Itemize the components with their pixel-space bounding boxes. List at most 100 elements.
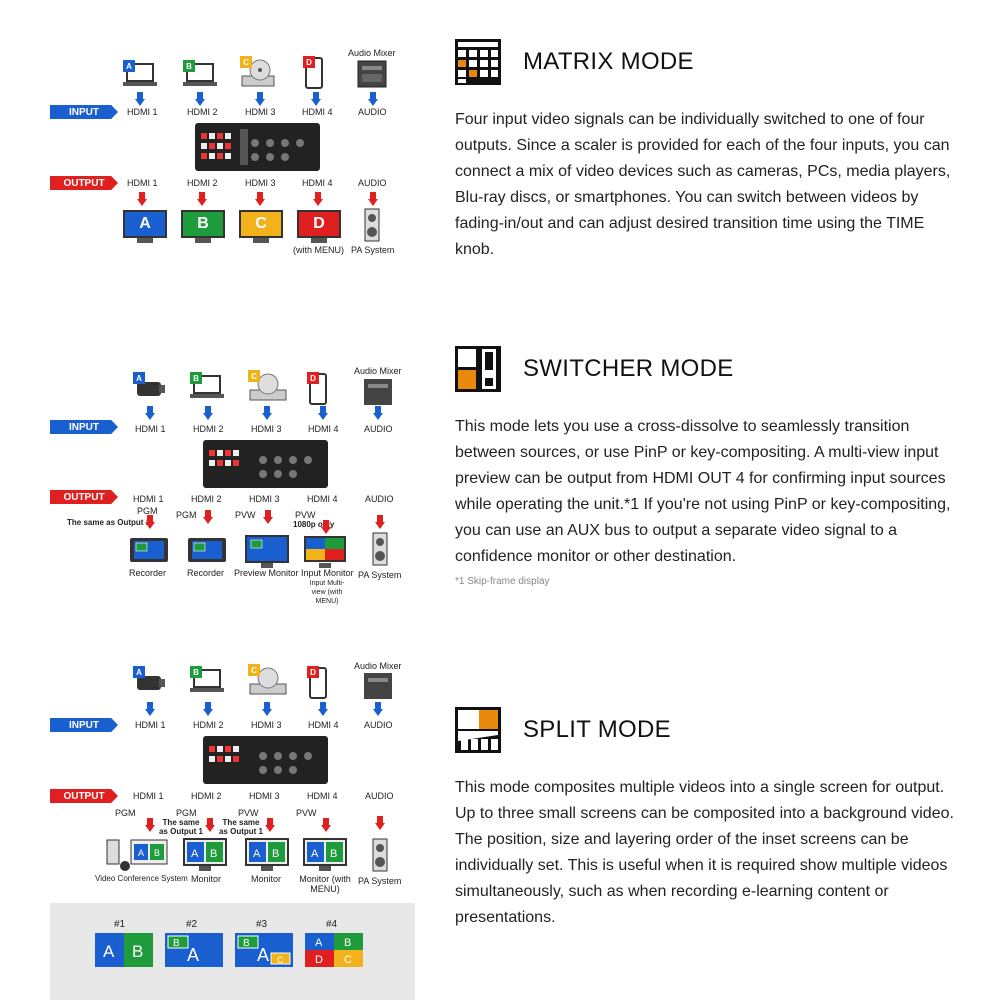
audio-mixer-icon <box>363 378 393 411</box>
laptop-icon: B <box>183 60 217 95</box>
output-label: HDMI 2 <box>191 791 222 801</box>
caption: PA System <box>351 245 395 255</box>
output-label: HDMI 1 <box>133 791 164 801</box>
svg-text:A: A <box>103 942 115 961</box>
matrix-mode-heading: MATRIX MODE <box>455 37 965 87</box>
output-label: HDMI 1 <box>127 178 158 188</box>
caption: (with MENU) <box>293 245 344 255</box>
video-switcher-unit <box>203 736 328 784</box>
svg-text:A: A <box>138 848 144 858</box>
input-label: HDMI 3 <box>245 107 276 117</box>
audio-mixer-label: Audio Mixer <box>348 48 396 58</box>
input-label: HDMI 4 <box>308 720 339 730</box>
laptop-icon: A <box>123 60 157 95</box>
pattern-label: #3 <box>256 919 268 930</box>
caption: PA System <box>358 570 402 580</box>
bus-label: PGM <box>137 506 158 516</box>
bus-note: 1080p only <box>293 520 335 529</box>
audio-mixer-icon <box>363 672 393 705</box>
bus-note: The same as Output 1 <box>218 818 263 836</box>
audio-mixer-label: Audio Mixer <box>354 366 402 376</box>
bus-label: PVW <box>238 808 259 818</box>
svg-text:C: C <box>277 955 284 965</box>
audio-mixer-icon <box>357 60 387 93</box>
output-tag: OUTPUT <box>50 789 118 803</box>
caption: Monitor (with MENU) <box>299 874 351 894</box>
screen-letter: D <box>297 210 341 238</box>
output-label: HDMI 3 <box>245 178 276 188</box>
disc-player-icon: C <box>248 664 288 703</box>
bus-label: PGM <box>176 510 197 520</box>
svg-text:B: B <box>154 848 160 858</box>
input-label: HDMI 3 <box>251 720 282 730</box>
output-label: AUDIO <box>365 791 394 801</box>
split-pattern-4: A B D C <box>305 933 363 967</box>
output-label: HDMI 2 <box>187 178 218 188</box>
laptop-icon: B <box>190 666 224 701</box>
pattern-label: #4 <box>326 919 338 930</box>
caption: Recorder <box>129 568 167 578</box>
smartphone-icon: D <box>303 56 325 95</box>
svg-text:A: A <box>257 945 269 965</box>
caption: Monitor <box>251 874 282 884</box>
camera-icon: A <box>133 372 167 405</box>
caption: Input Monitor <box>301 568 354 578</box>
svg-text:A: A <box>191 848 199 860</box>
input-label: HDMI 3 <box>251 424 282 434</box>
disc-player-icon: C <box>248 370 288 409</box>
output-tag: OUTPUT <box>50 490 118 504</box>
input-tag: INPUT <box>50 718 118 732</box>
video-switcher-unit <box>203 440 328 488</box>
output-label: HDMI 2 <box>191 494 222 504</box>
output-tag: OUTPUT <box>50 176 118 190</box>
caption-sub: Input Multi-view (with MENU) <box>309 580 345 605</box>
bus-label: PVW <box>235 510 256 520</box>
input-label: HDMI 1 <box>135 424 166 434</box>
svg-text:A: A <box>311 848 319 860</box>
input-tag: INPUT <box>50 105 118 119</box>
smartphone-icon: D <box>307 666 329 705</box>
bus-label: PVW <box>296 808 317 818</box>
bus-label: PVW <box>295 510 316 520</box>
switcher-diagram: Audio Mixer A B C D INPUT HDMI 1 HDMI 2 … <box>45 360 415 605</box>
bus-note: The same as Output 1 <box>158 818 203 836</box>
section-description: This mode lets you use a cross-dissolve … <box>455 418 951 565</box>
laptop-icon: B <box>190 372 224 407</box>
output-label: HDMI 3 <box>249 494 280 504</box>
bus-note: The same as Output 1 <box>67 518 151 527</box>
output-label: HDMI 3 <box>249 791 280 801</box>
input-tag: INPUT <box>50 420 118 434</box>
matrix-mode-icon <box>455 39 501 85</box>
svg-text:B: B <box>330 848 337 860</box>
input-label: HDMI 1 <box>127 107 158 117</box>
svg-text:B: B <box>243 938 250 949</box>
split-patterns-panel: #1 #2 #3 #4 A B B A B A C A B D C <box>50 903 415 1000</box>
split-pattern-2: B A <box>165 933 223 967</box>
section-title: MATRIX MODE <box>523 48 694 75</box>
video-switcher-unit <box>195 123 320 171</box>
caption: Recorder <box>187 568 225 578</box>
recorder-icon <box>129 537 169 568</box>
svg-text:B: B <box>173 938 180 949</box>
input-label: AUDIO <box>364 720 393 730</box>
pattern-label: #2 <box>186 919 198 930</box>
caption: Preview Monitor <box>234 568 299 578</box>
footnote: *1 Skip-frame display <box>455 576 550 587</box>
switcher-mode-icon <box>455 346 501 392</box>
input-label: HDMI 2 <box>187 107 218 117</box>
caption: Monitor <box>191 874 222 884</box>
split-mode-icon <box>455 707 501 753</box>
split-pattern-1: A B <box>95 933 153 967</box>
input-monitor <box>303 535 347 574</box>
section-title: SWITCHER MODE <box>523 355 734 382</box>
svg-text:B: B <box>344 937 351 949</box>
input-label: HDMI 1 <box>135 720 166 730</box>
output-label: AUDIO <box>365 494 394 504</box>
svg-text:C: C <box>344 954 352 966</box>
smartphone-icon: D <box>307 372 329 411</box>
svg-text:D: D <box>315 954 323 966</box>
speaker-icon <box>364 208 380 247</box>
